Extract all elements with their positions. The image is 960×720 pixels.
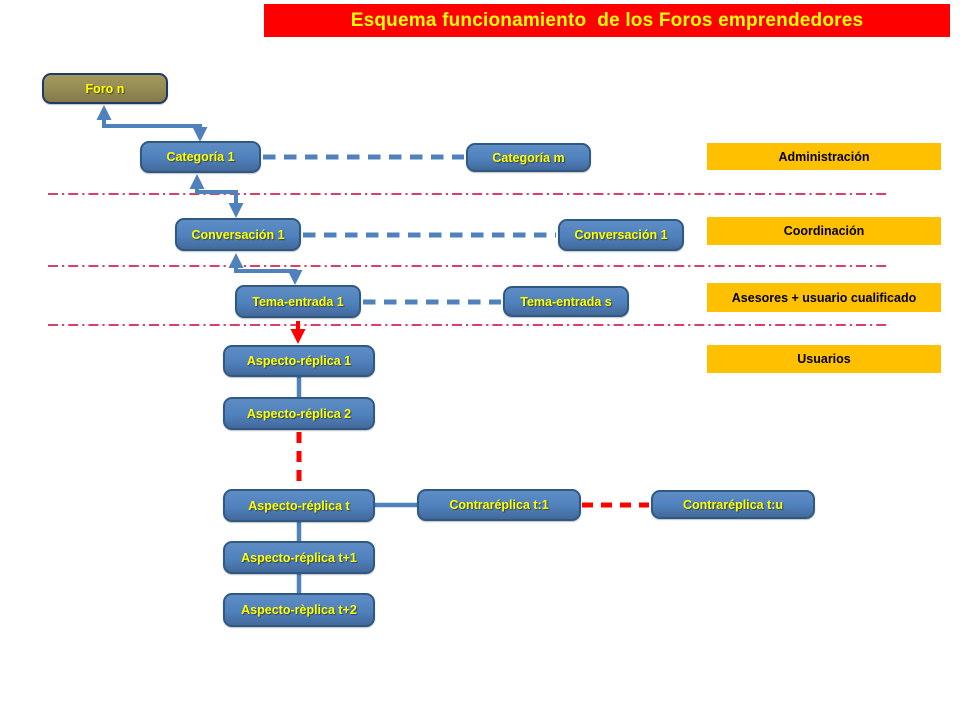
node-conversacion-1-right-label: Conversación 1 — [574, 228, 668, 242]
role-asesores-label: Asesores + usuario cualificado — [731, 290, 917, 305]
node-tema-entrada-1-label: Tema-entrada 1 — [252, 294, 344, 309]
node-aspecto-replica-t: Aspecto-réplica t — [223, 489, 375, 522]
title-banner: Esquema funcionamiento de los Foros empr… — [264, 4, 950, 37]
node-aspecto-replica-t1-label: Aspecto-réplica t+1 — [241, 550, 357, 565]
role-coordinacion: Coordinación — [707, 217, 941, 245]
node-contrareplica-tu: Contraréplica t:u — [651, 490, 815, 519]
page-title: Esquema funcionamiento de los Foros empr… — [350, 9, 864, 31]
node-aspecto-replica-2: Aspecto-réplica 2 — [223, 397, 375, 430]
node-aspecto-replica-t2-label: Aspecto-rèplica t+2 — [241, 603, 357, 617]
node-contrareplica-t1-label: Contraréplica t:1 — [449, 498, 549, 512]
node-conversacion-1-label: Conversación 1 — [191, 227, 285, 242]
node-foro-n: Foro n — [42, 73, 168, 104]
node-aspecto-replica-t1: Aspecto-réplica t+1 — [223, 541, 375, 574]
node-tema-entrada-s-label: Tema-entrada s — [520, 294, 612, 309]
node-aspecto-replica-t2: Aspecto-rèplica t+2 — [223, 593, 375, 627]
node-contrareplica-tu-label: Contraréplica t:u — [682, 497, 783, 512]
node-aspecto-replica-2-label: Aspecto-réplica 2 — [246, 406, 352, 421]
node-aspecto-replica-1: Aspecto-réplica 1 — [223, 345, 375, 377]
arrow-foro-categoria1 — [96, 105, 208, 142]
role-administracion: Administración — [707, 143, 941, 170]
role-administracion-label: Administración — [778, 149, 870, 164]
node-foro-n-label: Foro n — [85, 81, 125, 96]
role-asesores: Asesores + usuario cualificado — [707, 283, 941, 312]
node-categoria-1: Categoría 1 — [140, 141, 261, 173]
node-conversacion-1: Conversación 1 — [175, 218, 301, 251]
arrow-categoria1-conversacion1 — [189, 174, 244, 218]
node-aspecto-replica-1-label: Aspecto-réplica 1 — [246, 354, 352, 368]
node-contrareplica-t1: Contraréplica t:1 — [417, 489, 581, 521]
role-usuarios: Usuarios — [707, 345, 941, 373]
role-coordinacion-label: Coordinación — [783, 224, 865, 238]
node-categoria-m: Categoría m — [466, 143, 591, 172]
node-tema-entrada-s: Tema-entrada s — [503, 286, 629, 317]
node-categoria-m-label: Categoría m — [492, 150, 565, 165]
node-conversacion-1-right: Conversación 1 — [558, 219, 684, 251]
node-tema-entrada-1: Tema-entrada 1 — [235, 285, 361, 318]
node-aspecto-replica-t-label: Aspecto-réplica t — [248, 498, 350, 513]
node-categoria-1-label: Categoría 1 — [166, 150, 235, 164]
arrow-conversacion1-tema1 — [228, 253, 303, 285]
role-usuarios-label: Usuarios — [797, 352, 851, 366]
